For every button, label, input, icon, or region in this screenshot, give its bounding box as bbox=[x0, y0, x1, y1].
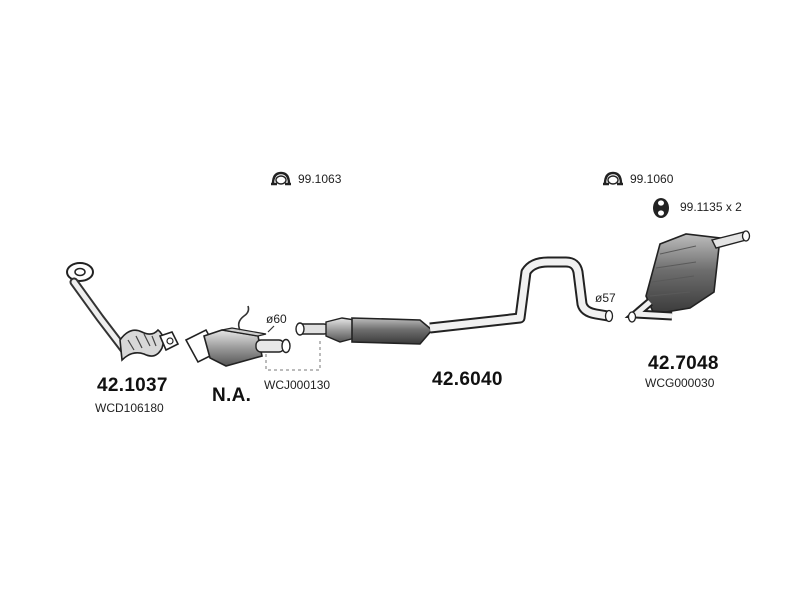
clamp-code-2: 99.1060 bbox=[630, 172, 674, 186]
catalyst-drawing bbox=[184, 305, 321, 371]
clamp-icon bbox=[603, 171, 623, 186]
front-pipe-part-number: 42.1037 bbox=[97, 375, 168, 396]
middle-silencer-drawing bbox=[295, 256, 614, 345]
front-pipe-code: WCD106180 bbox=[95, 401, 164, 415]
hanger-code: 99.1135 x 2 bbox=[680, 200, 742, 214]
clamp-icon bbox=[271, 171, 291, 186]
rear-silencer-drawing bbox=[624, 230, 751, 323]
middle-silencer-diameter-label: ø57 bbox=[595, 291, 616, 305]
catalyst-part-number: N.A. bbox=[212, 385, 252, 406]
clamp-code-1: 99.1063 bbox=[298, 172, 342, 186]
front-pipe-drawing bbox=[66, 262, 180, 362]
rear-silencer-code: WCG000030 bbox=[645, 376, 715, 390]
middle-silencer-part-number: 42.6040 bbox=[432, 369, 503, 390]
rubber-hanger-icon bbox=[653, 198, 669, 218]
catalyst-diameter-label: ø60 bbox=[266, 312, 287, 326]
rear-silencer-part-number: 42.7048 bbox=[648, 353, 719, 374]
catalyst-code: WCJ000130 bbox=[264, 378, 331, 392]
